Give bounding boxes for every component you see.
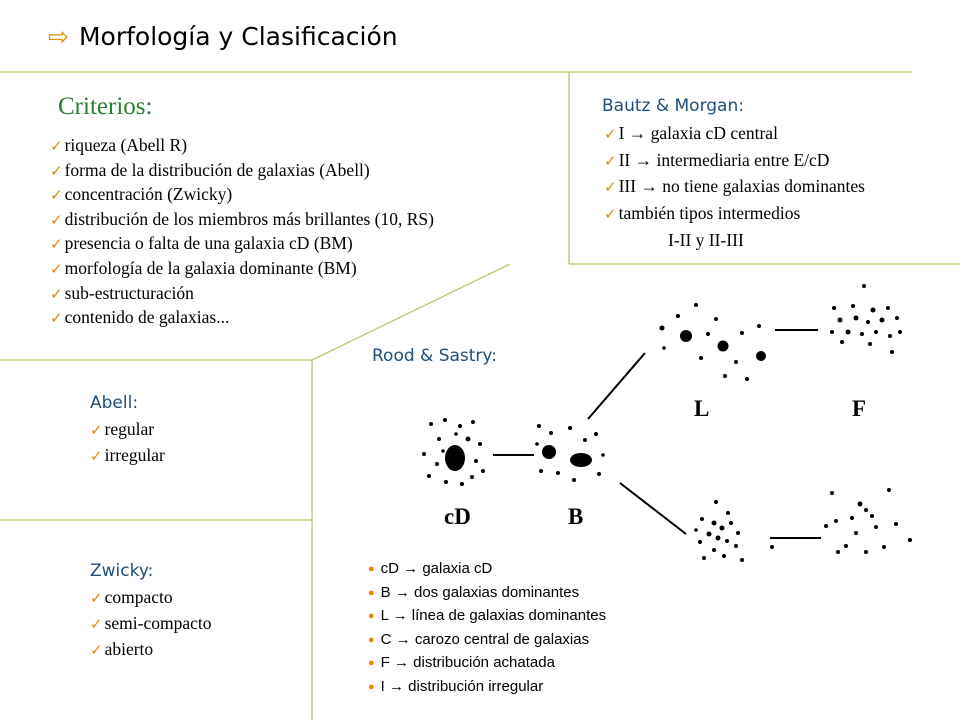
check-icon: ✓ <box>604 205 617 224</box>
check-icon: ✓ <box>90 421 103 439</box>
list-item: ✓II → intermediaria entre E/cD <box>604 149 830 170</box>
list-item: ●I → distribución irregular <box>368 677 544 695</box>
cluster-B <box>535 424 605 482</box>
page-title-text: Morfología y Clasificación <box>78 22 398 51</box>
check-icon: ✓ <box>90 447 103 465</box>
list-item: ●F → distribución achatada <box>368 654 555 672</box>
check-icon: ✓ <box>50 210 63 229</box>
check-icon: ✓ <box>50 235 63 254</box>
bullet-dot-icon: ● <box>368 563 375 575</box>
diagram-label-F: F <box>852 396 866 421</box>
cluster-I <box>824 488 912 554</box>
bullet-dot-icon: ● <box>368 680 375 693</box>
criterios-list: ✓riqueza (Abell R) ✓forma de la distribu… <box>50 134 434 331</box>
rood-sastry-heading: Rood & Sastry: <box>372 346 497 366</box>
cluster-L <box>659 303 766 381</box>
list-item: ✓irregular <box>90 445 165 465</box>
criterios-heading: Criterios: <box>58 93 153 120</box>
diagram-label-L: L <box>694 396 709 421</box>
check-icon: ✓ <box>90 615 103 633</box>
cluster-cD <box>422 418 485 486</box>
check-icon: ✓ <box>604 178 617 197</box>
check-icon: ✓ <box>50 186 63 205</box>
check-icon: ✓ <box>90 589 103 607</box>
bautz-morgan-heading: Bautz & Morgan: <box>602 96 744 116</box>
list-item: ●C → carozo central de galaxias <box>368 630 590 648</box>
list-item: ✓semi-compacto <box>90 613 212 633</box>
connector-B-C <box>619 482 687 535</box>
cluster-C <box>694 500 774 562</box>
list-item: ●cD → galaxia cD <box>368 560 493 577</box>
list-item: ✓sub-estructuración <box>50 282 194 303</box>
diagram-label-cD: cD <box>444 504 471 529</box>
rood-sastry-legend: ●cD → galaxia cD ●B → dos galaxias domin… <box>368 558 606 700</box>
list-item: ●B → dos galaxias dominantes <box>368 583 580 601</box>
bullet-dot-icon: ● <box>368 610 375 623</box>
list-item: ✓presencia o falta de una galaxia cD (BM… <box>50 233 353 254</box>
list-item: ✓forma de la distribución de galaxias (A… <box>50 159 370 180</box>
list-item-continuation: I-II y II-III <box>668 229 744 250</box>
list-item: ●L → línea de galaxias dominantes <box>368 607 607 625</box>
check-icon: ✓ <box>50 137 63 155</box>
check-icon: ✓ <box>90 641 103 659</box>
check-icon: ✓ <box>50 161 63 180</box>
list-item: ✓regular <box>90 419 155 439</box>
abell-heading: Abell: <box>90 393 139 413</box>
list-item: ✓también tipos intermedios <box>604 203 801 224</box>
bullet-dot-icon: ● <box>368 633 375 646</box>
list-item: ✓III → no tiene galaxias dominantes <box>604 176 865 197</box>
diagram-label-I: I <box>856 594 865 596</box>
check-icon: ✓ <box>604 151 617 170</box>
page-title: ⇨ Morfología y Clasificación <box>48 22 398 51</box>
diagram-label-C: C <box>696 594 713 596</box>
arrow-right-icon: ⇨ <box>48 22 69 51</box>
abell-list: ✓regular ✓irregular <box>90 417 165 469</box>
list-item: ✓compacto <box>90 587 173 607</box>
list-item: ✓I → galaxia cD central <box>604 123 778 143</box>
list-item: ✓abierto <box>90 639 154 659</box>
bullet-dot-icon: ● <box>368 657 375 670</box>
bullet-dot-icon: ● <box>368 586 375 599</box>
zwicky-heading: Zwicky: <box>90 561 154 581</box>
rood-sastry-diagram: cD B L F C I <box>422 284 912 596</box>
bautz-morgan-list: ✓I → galaxia cD central ✓II → intermedia… <box>604 121 865 254</box>
list-item: ✓distribución de los miembros más brilla… <box>50 208 434 229</box>
zwicky-list: ✓compacto ✓semi-compacto ✓abierto <box>90 585 211 663</box>
list-item: ✓riqueza (Abell R) <box>50 135 188 155</box>
cluster-F <box>830 284 902 354</box>
check-icon: ✓ <box>50 309 63 328</box>
check-icon: ✓ <box>50 284 63 303</box>
check-icon: ✓ <box>604 125 617 143</box>
list-item: ✓morfología de la galaxia dominante (BM) <box>50 257 357 278</box>
rood-diagonal-divider <box>311 263 511 361</box>
connector-B-L <box>587 352 646 420</box>
diagram-label-B: B <box>568 504 583 529</box>
check-icon: ✓ <box>50 259 63 278</box>
list-item: ✓concentración (Zwicky) <box>50 184 233 205</box>
list-item: ✓contenido de galaxias... <box>50 307 230 328</box>
